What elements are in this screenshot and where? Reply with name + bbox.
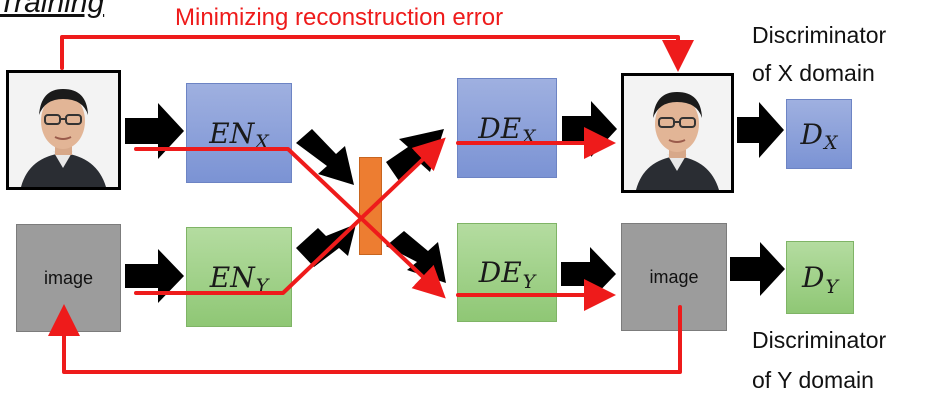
decoder-x-base: DE bbox=[478, 111, 522, 145]
red-path-y-to-x bbox=[134, 137, 446, 295]
section-heading: Training bbox=[0, 0, 105, 19]
discriminator-x-sub: X bbox=[823, 132, 838, 154]
discriminator-y-caption-line1: Discriminator bbox=[752, 327, 887, 353]
discriminator-x-caption-line1: Discriminator bbox=[752, 22, 887, 48]
decoder-y-sub: Y bbox=[522, 270, 536, 293]
input-face-photo bbox=[6, 70, 121, 190]
black-arrow-dex-to-photo bbox=[562, 101, 617, 157]
red-loop-bottom bbox=[48, 304, 682, 374]
black-arrow-latent-to-dey bbox=[386, 231, 446, 283]
encoder-x-base: EN bbox=[209, 116, 255, 150]
red-path-x-to-y bbox=[134, 147, 446, 299]
discriminator-y-caption-line2: of Y domain bbox=[752, 367, 874, 393]
black-arrow-eny-to-latent bbox=[296, 224, 356, 267]
black-arrow-input-to-eny bbox=[125, 249, 184, 303]
reconstructed-face-photo bbox=[621, 73, 734, 193]
black-arrow-dey-to-image bbox=[561, 247, 616, 301]
decoder-y-base: DE bbox=[478, 256, 522, 289]
face-icon bbox=[9, 73, 118, 187]
black-arrow-latent-to-dex bbox=[386, 129, 444, 181]
encoder-y-base: EN bbox=[209, 260, 255, 294]
discriminator-x-base: D bbox=[800, 117, 823, 151]
reconstruction-error-caption: Minimizing reconstruction error bbox=[175, 4, 504, 31]
discriminator-x-caption-line2: of X domain bbox=[752, 60, 875, 86]
discriminator-y-base: D bbox=[802, 261, 825, 294]
black-arrow-photo-to-dx bbox=[737, 102, 784, 158]
input-image-label: image bbox=[43, 267, 94, 288]
discriminator-y-sub: Y bbox=[825, 275, 838, 298]
black-arrow-input-to-enx bbox=[125, 103, 184, 159]
output-image-label: image bbox=[649, 266, 699, 287]
black-arrow-image-to-dy bbox=[730, 242, 785, 296]
output-image-y: image bbox=[621, 223, 727, 331]
red-loop-top bbox=[60, 35, 694, 72]
face-icon bbox=[624, 76, 731, 190]
black-arrow-enx-to-latent bbox=[296, 129, 354, 185]
